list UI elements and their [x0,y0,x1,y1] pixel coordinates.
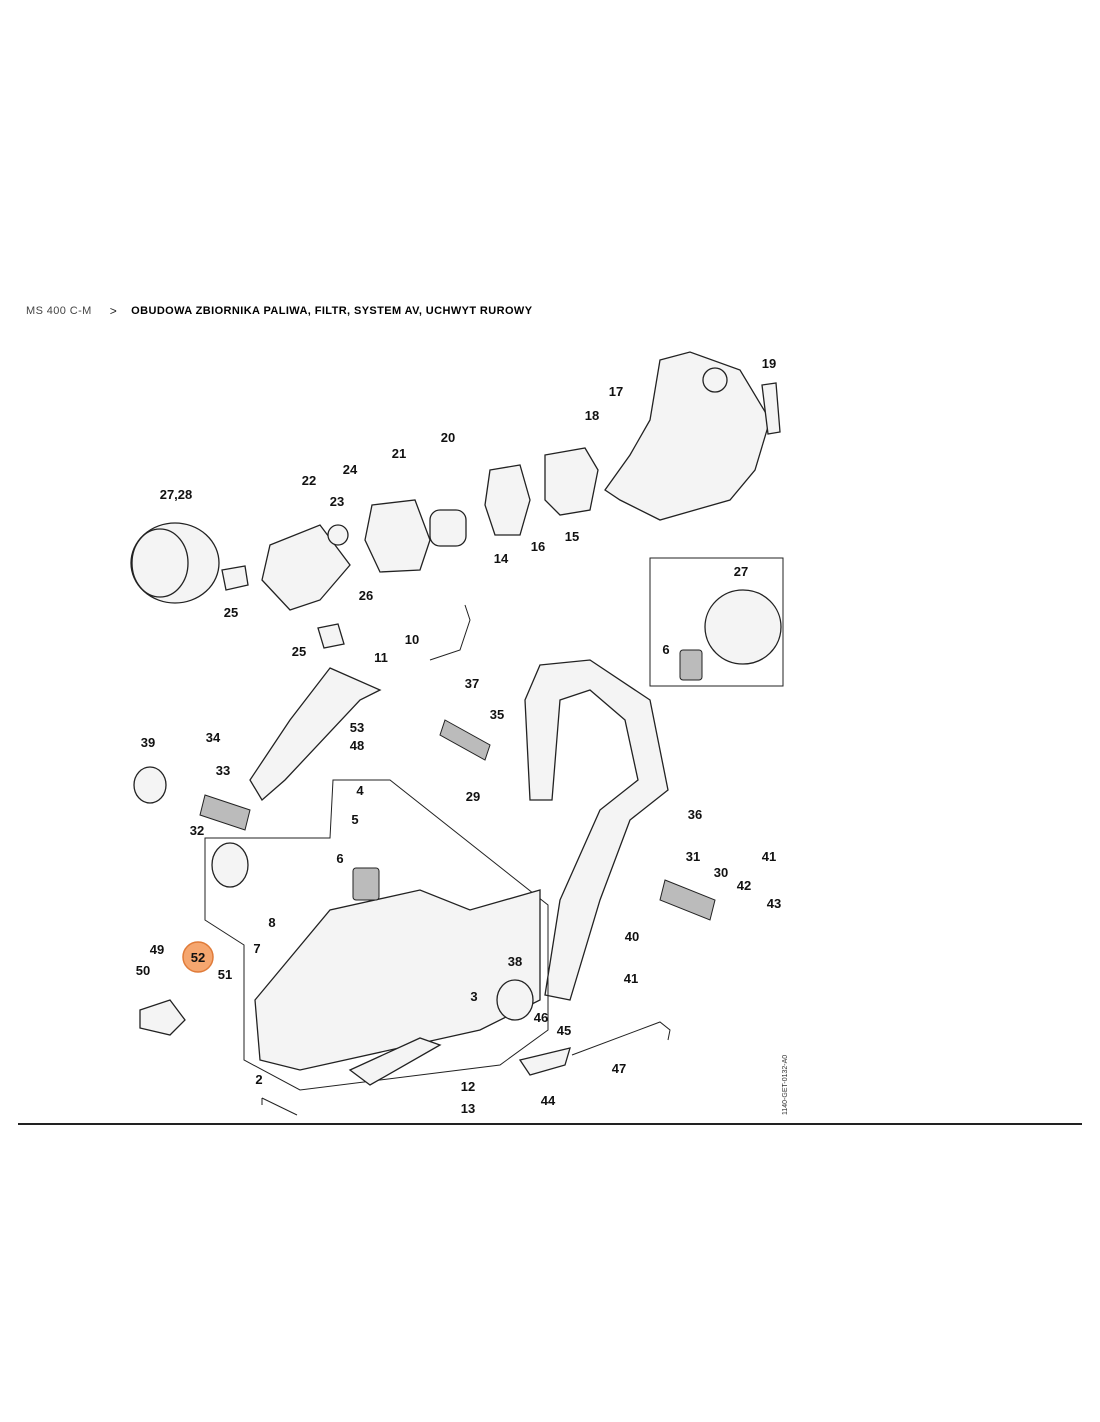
callout-48[interactable]: 48 [350,738,364,753]
callout-52[interactable]: 52 [191,950,205,965]
tank-cap-7 [211,842,249,888]
callout-10[interactable]: 10 [405,632,419,647]
plate-12 [348,1037,442,1086]
callout-53[interactable]: 53 [350,720,364,735]
callout-labels: 19 17 18 20 21 24 22 23 27,28 14 16 15 2… [136,356,781,1116]
callout-38[interactable]: 38 [508,954,522,969]
callout-41[interactable]: 41 [762,849,776,864]
callout-42[interactable]: 42 [737,878,751,893]
callout-6-inset[interactable]: 6 [662,642,669,657]
rod-47 [571,1021,671,1056]
callout-4[interactable]: 4 [356,783,364,798]
av-spring-32 [199,794,251,831]
callout-17[interactable]: 17 [609,384,623,399]
selected-callout-highlight[interactable] [182,941,214,973]
callout-26[interactable]: 26 [359,588,373,603]
callout-11[interactable]: 11 [374,650,388,665]
handle-53 [249,667,382,801]
crankcase-part [604,351,771,521]
tube-handle-40 [524,659,669,1001]
callout-51[interactable]: 51 [218,967,232,982]
filter-6 [352,867,380,901]
callout-29[interactable]: 29 [466,789,480,804]
callout-43[interactable]: 43 [767,896,781,911]
cap-38 [496,979,534,1021]
air-filter-face [131,528,189,598]
callout-49[interactable]: 49 [150,942,164,957]
gasket-20 [429,509,467,547]
callout-12[interactable]: 12 [461,1079,475,1094]
callout-24[interactable]: 24 [343,462,358,477]
callout-27[interactable]: 27 [734,564,748,579]
buffer-39 [133,766,167,804]
callout-36[interactable]: 36 [688,807,702,822]
callout-22[interactable]: 22 [302,473,316,488]
av-spring-31 [659,879,716,921]
part-25b [317,623,345,649]
callout-44[interactable]: 44 [541,1093,556,1108]
part-15 [544,447,599,516]
inset-filter-27 [704,589,782,665]
callout-23[interactable]: 23 [330,494,344,509]
throttle-44 [518,1047,571,1076]
oring-23 [327,524,349,546]
callout-6[interactable]: 6 [336,851,343,866]
callout-25[interactable]: 25 [224,605,238,620]
inset-box [649,557,784,687]
page-title: OBUDOWA ZBIORNIKA PALIWA, FILTR, SYSTEM … [131,305,533,317]
callout-27-28[interactable]: 27,28 [160,487,193,502]
callout-18[interactable]: 18 [585,408,599,423]
part-22 [261,524,351,611]
callout-19[interactable]: 19 [762,356,776,371]
callout-39[interactable]: 39 [141,735,155,750]
callout-31[interactable]: 31 [686,849,700,864]
callout-2[interactable]: 2 [255,1072,262,1087]
callout-50[interactable]: 50 [136,963,150,978]
chevron-right-icon: > [109,304,118,318]
callout-7[interactable]: 7 [253,941,260,956]
callout-46[interactable]: 46 [534,1010,548,1025]
callout-16[interactable]: 16 [531,539,545,554]
breadcrumb: MS 400 C-M > OBUDOWA ZBIORNIKA PALIWA, F… [26,304,532,318]
callout-32[interactable]: 32 [190,823,204,838]
callout-37[interactable]: 37 [465,676,479,691]
callout-20[interactable]: 20 [441,430,455,445]
tank-housing-2 [254,889,541,1071]
part-49 [139,999,186,1036]
callout-25b[interactable]: 25 [292,644,306,659]
callout-21[interactable]: 21 [392,446,406,461]
callout-15[interactable]: 15 [565,529,579,544]
callout-47[interactable]: 47 [612,1061,626,1076]
breadcrumb-model-link[interactable]: MS 400 C-M [26,305,92,317]
callout-3[interactable]: 3 [470,989,477,1004]
part-25a [221,565,249,591]
part-19 [761,382,781,435]
callout-40[interactable]: 40 [625,929,639,944]
callout-13[interactable]: 13 [461,1101,475,1116]
callout-45[interactable]: 45 [557,1023,571,1038]
av-spring-35 [439,719,491,761]
callout-8[interactable]: 8 [268,915,275,930]
callout-30[interactable]: 30 [714,865,728,880]
tank-housing-outline [204,779,549,1091]
callout-5[interactable]: 5 [351,812,358,827]
callout-41b[interactable]: 41 [624,971,638,986]
crankcase-detail [702,367,728,393]
callout-33[interactable]: 33 [216,763,230,778]
callout-35[interactable]: 35 [490,707,504,722]
carburetor-21 [364,499,431,573]
callout-34[interactable]: 34 [206,730,221,745]
callout-14[interactable]: 14 [494,551,509,566]
inset-filter-6 [679,649,703,681]
part-14 [484,464,531,536]
diagram-code: 1140-GET-0132-A0 [782,1055,789,1115]
